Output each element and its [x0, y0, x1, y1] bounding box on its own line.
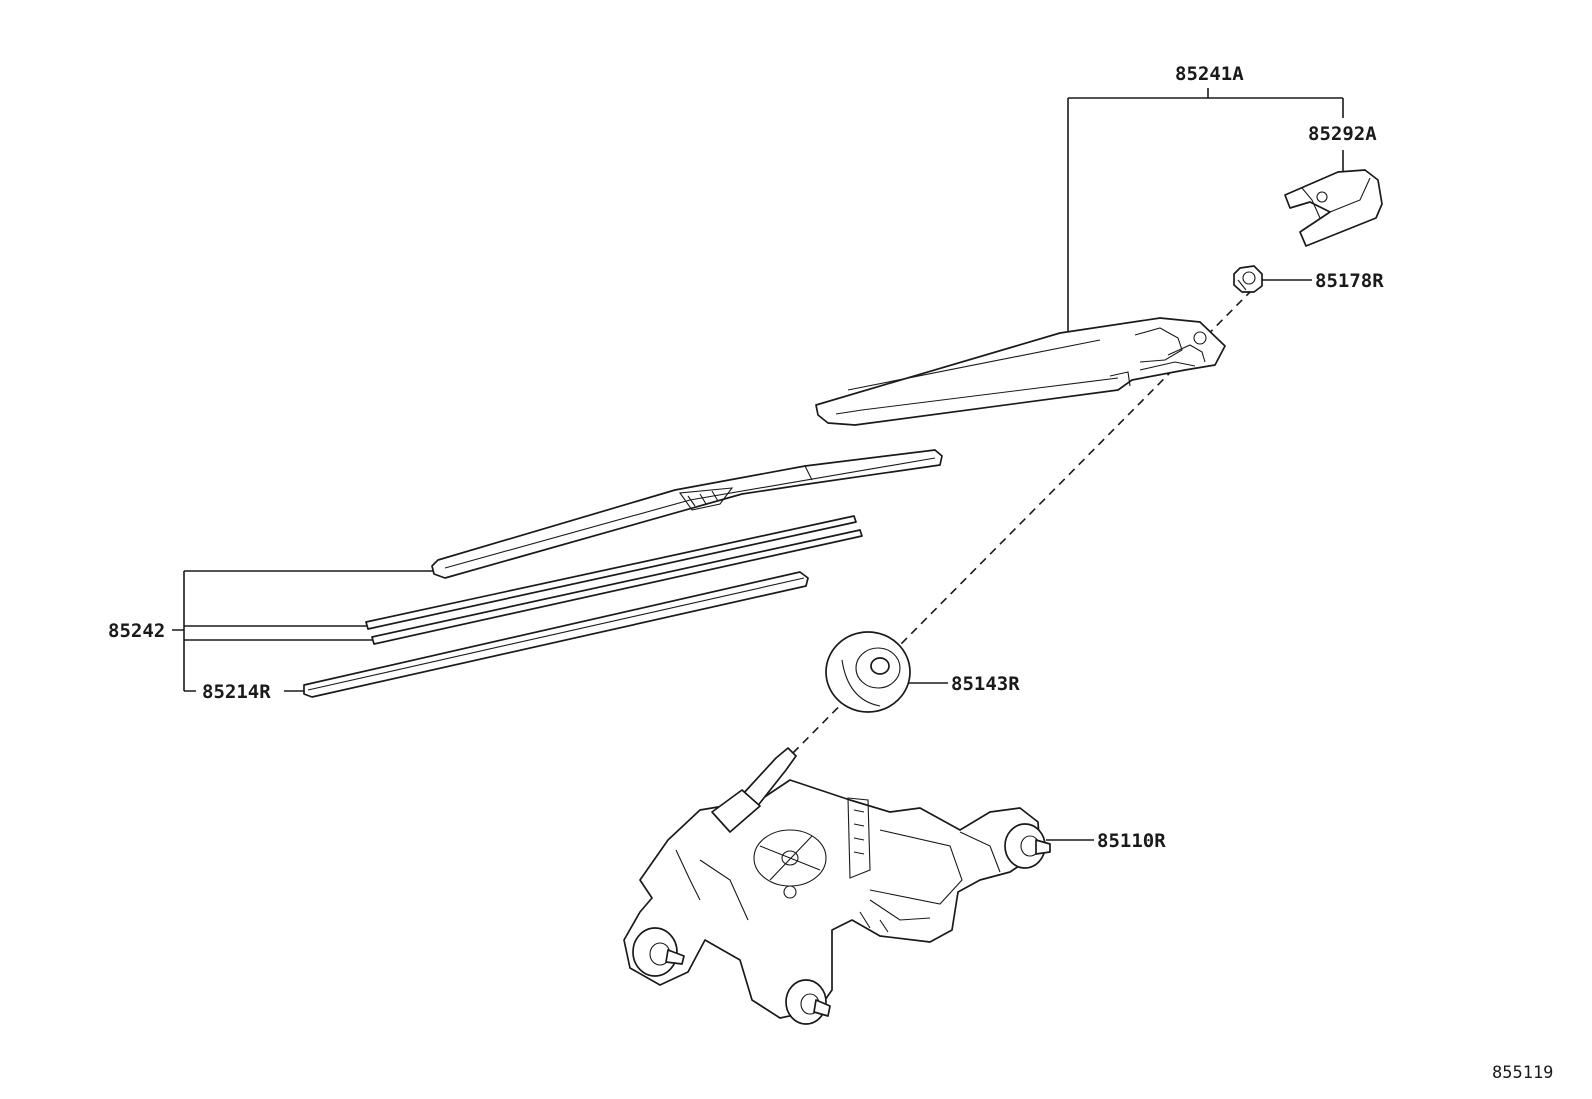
wiper-blade-illustration [365, 449, 943, 645]
label-pivot-cap: 85143R [951, 673, 1020, 695]
label-blade-rubber: 85214R [202, 681, 271, 703]
arm-cover-illustration [1284, 169, 1383, 247]
pivot-cap-illustration [825, 631, 911, 713]
blade-rubber-illustration [303, 571, 809, 698]
label-blade-assembly: 85242 [108, 620, 165, 642]
figure-reference: 855119 [1492, 1063, 1553, 1083]
label-arm-cover: 85292A [1308, 123, 1377, 145]
leader-lines [172, 88, 1344, 841]
nut-illustration [1233, 265, 1263, 293]
wiper-motor-illustration [623, 747, 1051, 1025]
label-motor-assembly: 85110R [1097, 830, 1166, 852]
label-arm-assembly: 85241A [1175, 63, 1244, 85]
label-nut: 85178R [1315, 270, 1384, 292]
wiper-arm-illustration [815, 317, 1226, 426]
